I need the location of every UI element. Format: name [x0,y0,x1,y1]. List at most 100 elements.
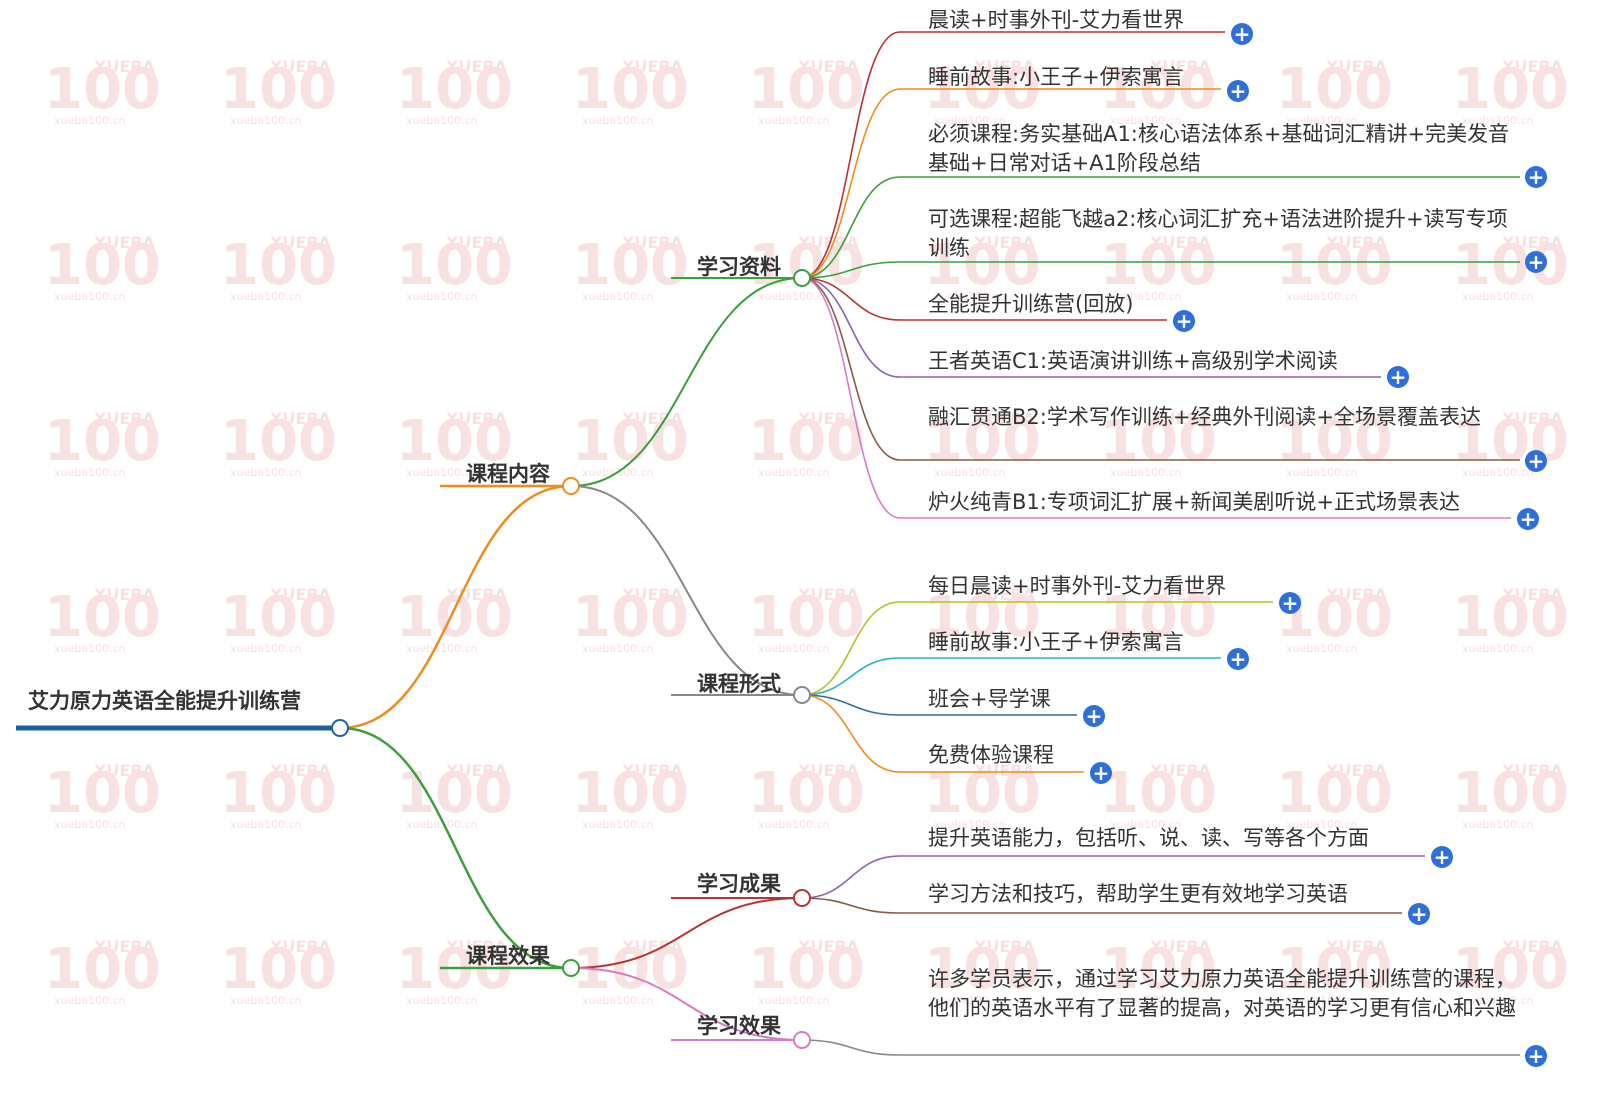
svg-text:100: 100 [924,937,1041,1002]
svg-text:xueba100.cn: xueba100.cn [1286,994,1358,1007]
expand-plus-icon[interactable]: + [1525,166,1547,188]
svg-text:100: 100 [924,585,1041,650]
connector-leaf [801,277,901,378]
svg-text:xueba100.cn: xueba100.cn [406,642,478,655]
svg-text:100: 100 [572,761,689,826]
expand-plus-icon[interactable]: + [1525,251,1547,273]
svg-text:XUEBA: XUEBA [1150,57,1211,76]
svg-text:100: 100 [924,233,1041,298]
expand-plus-icon[interactable]: + [1173,310,1195,332]
svg-text:100: 100 [1100,585,1217,650]
svg-text:100: 100 [1452,409,1569,474]
svg-text:100: 100 [572,585,689,650]
svg-text:xueba100.cn: xueba100.cn [758,114,830,127]
svg-text:XUEBA: XUEBA [1502,937,1563,956]
node-circle[interactable] [793,889,811,907]
node-circle[interactable] [793,686,811,704]
svg-text:xueba100.cn: xueba100.cn [1110,818,1182,831]
node-circle[interactable] [331,719,349,737]
svg-text:XUEBA: XUEBA [798,585,859,604]
expand-plus-icon[interactable]: + [1408,903,1430,925]
leaf-daily-reading: 每日晨读+时事外刊-艾力看世界 [928,574,1227,598]
svg-text:xueba100.cn: xueba100.cn [230,642,302,655]
svg-text:XUEBA: XUEBA [1326,585,1387,604]
node-circle[interactable] [562,477,580,495]
svg-text:XUEBA: XUEBA [1326,409,1387,428]
svg-text:XUEBA: XUEBA [446,937,507,956]
leaf-required-course: 必须课程:务实基础A1:核心语法体系+基础词汇精讲+完美发音基础+日常对话+A1… [928,122,1510,175]
expand-plus-icon[interactable]: + [1231,23,1253,45]
expand-plus-icon[interactable]: + [1090,762,1112,784]
leaf-optional-course: 可选课程:超能飞越a2:核心词汇扩充+语法进阶提升+读写专项训练 [928,207,1508,260]
svg-text:xueba100.cn: xueba100.cn [230,466,302,479]
svg-text:xueba100.cn: xueba100.cn [54,994,126,1007]
svg-text:100: 100 [572,57,689,122]
expand-plus-icon[interactable]: + [1517,508,1539,530]
svg-text:100: 100 [44,57,161,122]
svg-text:xueba100.cn: xueba100.cn [1462,290,1534,303]
expand-plus-icon[interactable]: + [1227,80,1249,102]
expand-plus-icon[interactable]: + [1525,450,1547,472]
svg-text:XUEBA: XUEBA [1502,761,1563,780]
svg-text:XUEBA: XUEBA [1502,585,1563,604]
svg-text:XUEBA: XUEBA [974,585,1035,604]
svg-text:xueba100.cn: xueba100.cn [1286,642,1358,655]
svg-text:XUEBA: XUEBA [974,937,1035,956]
connector-materials [570,277,803,487]
svg-text:100: 100 [1276,409,1393,474]
svg-text:XUEBA: XUEBA [446,761,507,780]
svg-text:XUEBA: XUEBA [270,57,331,76]
svg-text:XUEBA: XUEBA [446,57,507,76]
expand-plus-icon[interactable]: + [1525,1045,1547,1067]
svg-text:100: 100 [1100,761,1217,826]
node-circle[interactable] [793,269,811,287]
svg-text:XUEBA: XUEBA [798,761,859,780]
svg-text:XUEBA: XUEBA [94,761,155,780]
connector-leaf [801,694,901,773]
connector-effect [339,726,572,970]
svg-text:xueba100.cn: xueba100.cn [934,114,1006,127]
svg-text:xueba100.cn: xueba100.cn [934,642,1006,655]
connector-leaf [801,694,901,716]
svg-text:XUEBA: XUEBA [974,409,1035,428]
node-study-results: 学习成果 [697,872,781,896]
expand-plus-icon[interactable]: + [1083,705,1105,727]
svg-text:XUEBA: XUEBA [1502,233,1563,252]
svg-text:XUEBA: XUEBA [974,761,1035,780]
svg-text:XUEBA: XUEBA [446,233,507,252]
svg-text:XUEBA: XUEBA [1326,57,1387,76]
expand-plus-icon[interactable]: + [1279,592,1301,614]
node-circle[interactable] [793,1031,811,1049]
svg-text:100: 100 [1276,761,1393,826]
svg-text:100: 100 [220,233,337,298]
svg-text:100: 100 [1100,409,1217,474]
svg-text:xueba100.cn: xueba100.cn [582,818,654,831]
svg-text:xueba100.cn: xueba100.cn [54,466,126,479]
leaf-bedtime-format: 睡前故事:小王子+伊索寓言 [928,630,1184,654]
svg-text:100: 100 [748,937,865,1002]
node-circle[interactable] [562,959,580,977]
svg-text:xueba100.cn: xueba100.cn [230,290,302,303]
svg-text:XUEBA: XUEBA [798,57,859,76]
svg-text:100: 100 [44,937,161,1002]
expand-plus-icon[interactable]: + [1227,648,1249,670]
expand-plus-icon[interactable]: + [1431,846,1453,868]
svg-text:xueba100.cn: xueba100.cn [230,818,302,831]
svg-text:100: 100 [748,233,865,298]
leaf-bedtime-stories: 睡前故事:小王子+伊索寓言 [928,65,1184,89]
svg-text:xueba100.cn: xueba100.cn [1110,994,1182,1007]
svg-text:xueba100.cn: xueba100.cn [1286,290,1358,303]
expand-plus-icon[interactable]: + [1387,366,1409,388]
svg-text:xueba100.cn: xueba100.cn [582,994,654,1007]
